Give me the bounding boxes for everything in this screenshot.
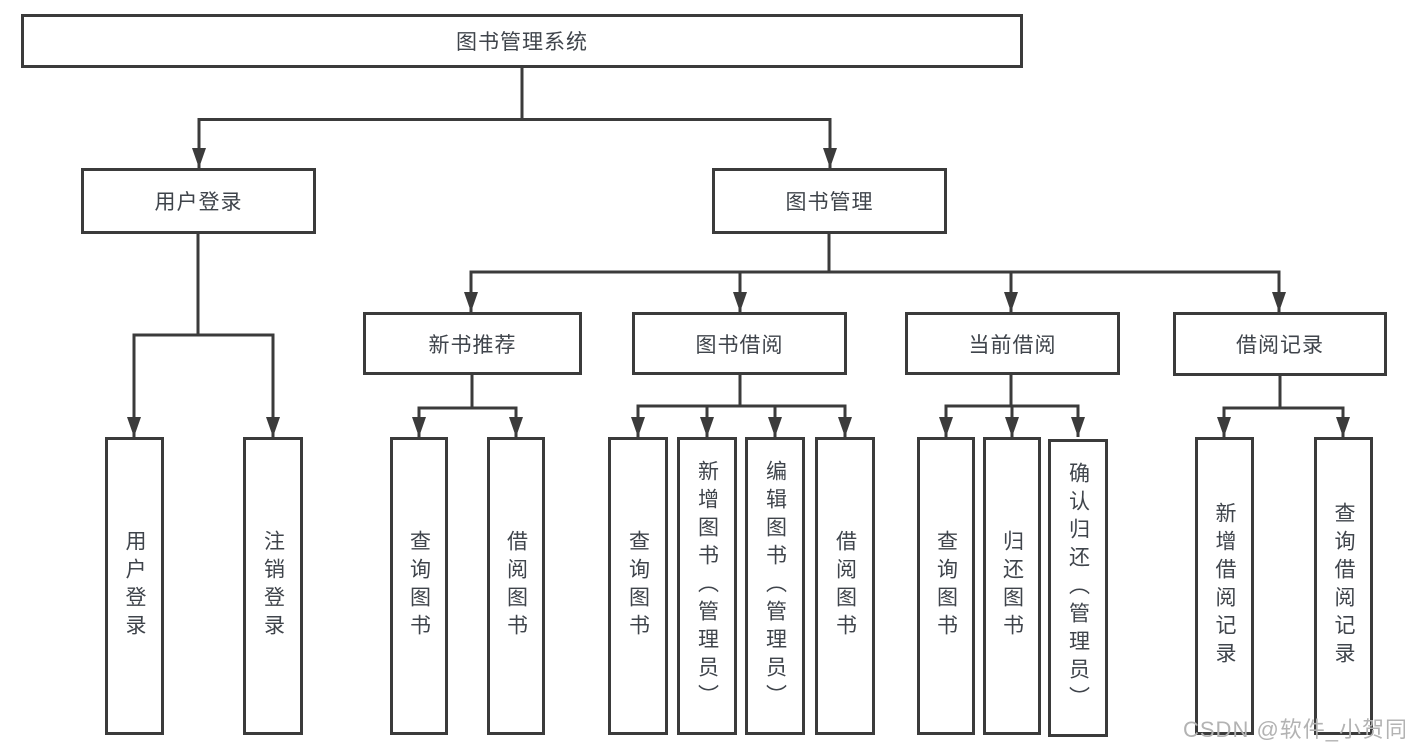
node-cb-confirm-return-admin: 确认归还（管理员） <box>1048 439 1108 737</box>
node-nbr-query-books: 查询图书 <box>390 437 448 735</box>
csdn-watermark: CSDN @软件_小贺同学 <box>1183 717 1405 742</box>
node-current-borrow: 当前借阅 <box>905 312 1120 375</box>
node-borrow-records: 借阅记录 <box>1173 312 1387 376</box>
node-cb-query-books: 查询图书 <box>917 437 975 735</box>
connector-new-book-recommend <box>412 373 523 437</box>
node-cb-return-books: 归还图书 <box>983 437 1041 735</box>
node-nbr-borrow-books: 借阅图书 <box>487 437 545 735</box>
node-book-management: 图书管理 <box>712 168 947 234</box>
node-root-system: 图书管理系统 <box>21 14 1023 68</box>
node-new-book-recommend: 新书推荐 <box>363 312 582 375</box>
node-book-borrow: 图书借阅 <box>632 312 847 375</box>
connector-book-management <box>464 232 1286 312</box>
node-login: 用户登录 <box>105 437 164 735</box>
node-bb-borrow-books: 借阅图书 <box>815 437 875 735</box>
node-bb-edit-books-admin: 编辑图书（管理员） <box>745 437 805 735</box>
node-user-login: 用户登录 <box>81 168 316 234</box>
node-br-query-record: 查询借阅记录 <box>1314 437 1373 735</box>
connector-current-borrow <box>939 373 1085 437</box>
connector-user-login <box>127 232 280 437</box>
connector-borrow-records <box>1217 374 1350 437</box>
connector-root <box>192 66 837 168</box>
node-bb-add-books-admin: 新增图书（管理员） <box>677 437 737 735</box>
node-br-add-record: 新增借阅记录 <box>1195 437 1254 735</box>
node-bb-query-books: 查询图书 <box>608 437 668 735</box>
connector-book-borrow <box>631 373 852 437</box>
node-logout: 注销登录 <box>243 437 303 735</box>
